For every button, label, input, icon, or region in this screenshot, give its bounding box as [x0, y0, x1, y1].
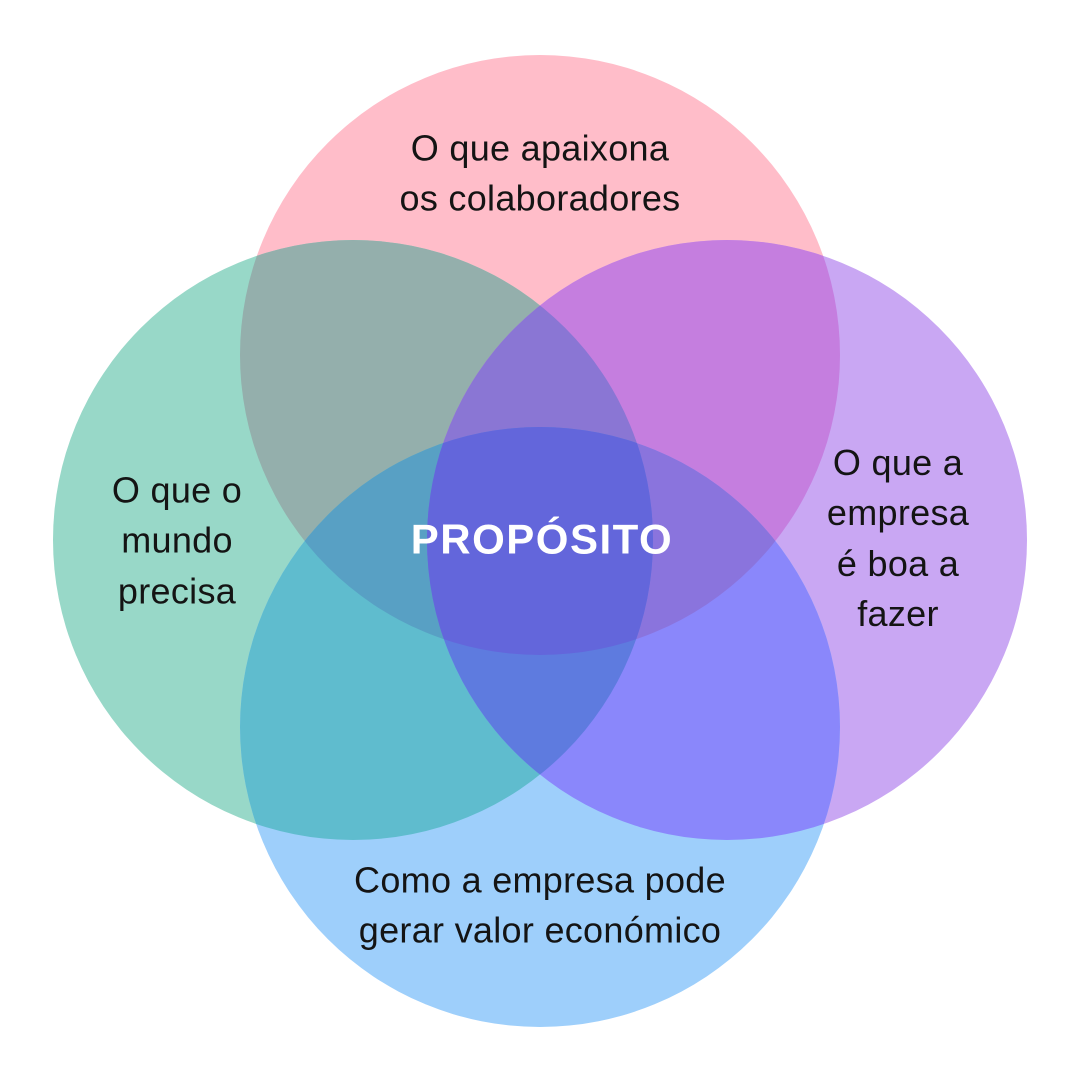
label-line: O que a [832, 442, 964, 484]
label-line: precisa [117, 570, 237, 612]
label-line: empresa [826, 492, 970, 534]
label-line: os colaboradores [399, 178, 681, 219]
label-line: mundo [121, 519, 233, 561]
label-bottom-circle: Como a empresa pode gerar valor económic… [354, 856, 726, 957]
overlap-top-left-right-region [427, 240, 653, 655]
label-top-circle: O que apaixona os colaboradores [400, 124, 681, 225]
label-line: O que o [111, 469, 243, 511]
overlap-bottom-left-right-region [427, 427, 653, 840]
overlap-top-bottom-left-region [240, 427, 653, 655]
label-right-circle: O que a empresa é boa a fazer [827, 438, 969, 640]
label-line: é boa a [836, 543, 960, 584]
label-line: gerar valor económico [358, 910, 722, 951]
label-center-purpose: PROPÓSITO [410, 515, 674, 563]
label-line: Como a empresa pode [354, 859, 726, 901]
label-line: O que apaixona [410, 127, 670, 169]
label-line: fazer [857, 593, 939, 635]
label-left-circle: O que o mundo precisa [112, 465, 242, 616]
overlap-top-bottom-right-region [427, 427, 840, 655]
